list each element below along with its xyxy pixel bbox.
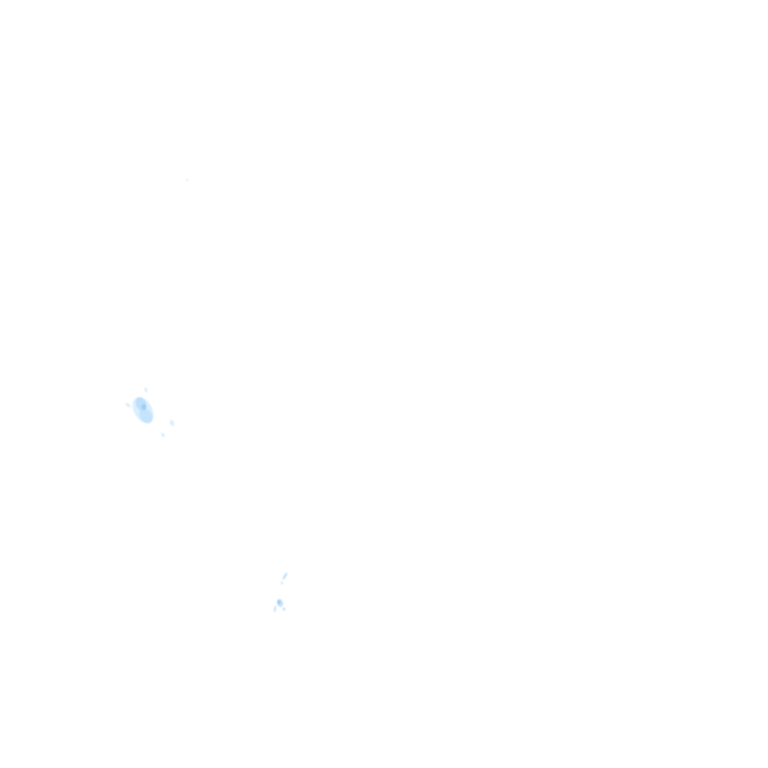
precipitation-echo bbox=[281, 581, 283, 585]
precipitation-echo bbox=[169, 420, 175, 426]
precipitation-echo bbox=[141, 404, 147, 410]
precipitation-echo bbox=[277, 600, 281, 604]
precipitation-echo bbox=[161, 432, 165, 438]
radar-echo-cluster-south bbox=[273, 572, 288, 613]
radar-echo-cluster-west bbox=[125, 179, 188, 438]
precipitation-echo bbox=[282, 572, 288, 580]
precipitation-echo bbox=[273, 605, 277, 613]
precipitation-echo bbox=[144, 387, 148, 393]
precipitation-echo bbox=[125, 402, 131, 408]
precipitation-echo bbox=[139, 408, 153, 424]
precipitation-echo bbox=[186, 179, 188, 181]
precipitation-echo bbox=[282, 607, 286, 611]
